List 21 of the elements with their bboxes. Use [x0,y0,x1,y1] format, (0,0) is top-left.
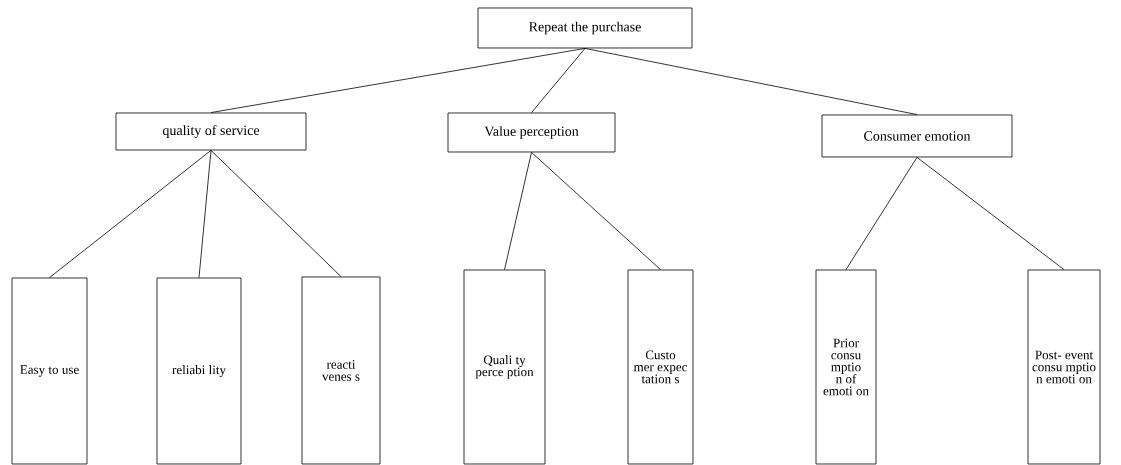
connector-line [49,150,212,278]
tall-box: Easy to use [11,277,88,465]
connector-line [531,48,586,113]
connector-line [584,48,918,115]
connector-line [198,150,212,278]
connector-line [210,150,342,277]
connector-line [504,152,532,270]
tall-box: Prior consu mptio n of emoti on [815,269,877,465]
connector-line [845,157,918,270]
label-box: Value perception [447,112,616,153]
tall-box: reliabi lity [156,277,242,465]
connector-line [916,157,1065,270]
tall-box: reacti venes s [301,276,381,465]
connector-line [210,48,586,113]
label-box: quality of service [115,112,307,151]
label-box: Consumer emotion [821,114,1013,158]
tall-box: Quali ty perce ption [463,269,546,465]
connector-line [531,152,661,270]
tall-box: Custo mer expec tation s [627,269,694,465]
label-box: Repeat the purchase [477,7,693,49]
tall-box: Post- event consu mptio n emoti on [1027,269,1101,465]
